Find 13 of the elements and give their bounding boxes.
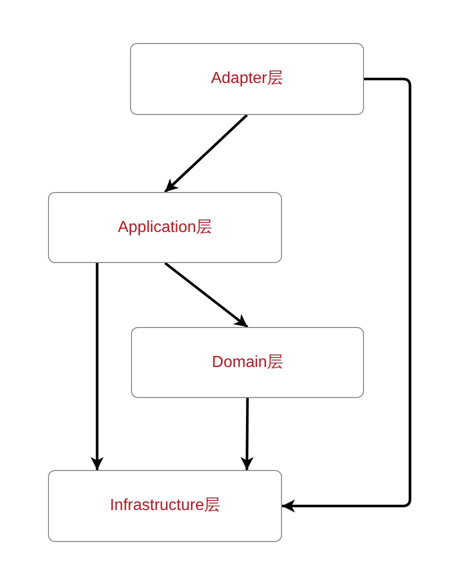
layer-name: Infrastructure层 — [110, 496, 220, 516]
layer-box — [48, 470, 282, 542]
layer-box — [130, 43, 364, 115]
arrow — [164, 114, 248, 193]
arrow — [282, 78, 412, 512]
arrow — [90, 263, 104, 470]
layer-name: Domain层 — [212, 352, 284, 372]
arrow — [240, 398, 254, 470]
layer-box — [48, 192, 282, 263]
layer-box — [131, 327, 364, 398]
layer-name: Adapter层 — [210, 69, 284, 89]
arrow — [164, 262, 248, 328]
layer-name: Application层 — [118, 218, 212, 238]
